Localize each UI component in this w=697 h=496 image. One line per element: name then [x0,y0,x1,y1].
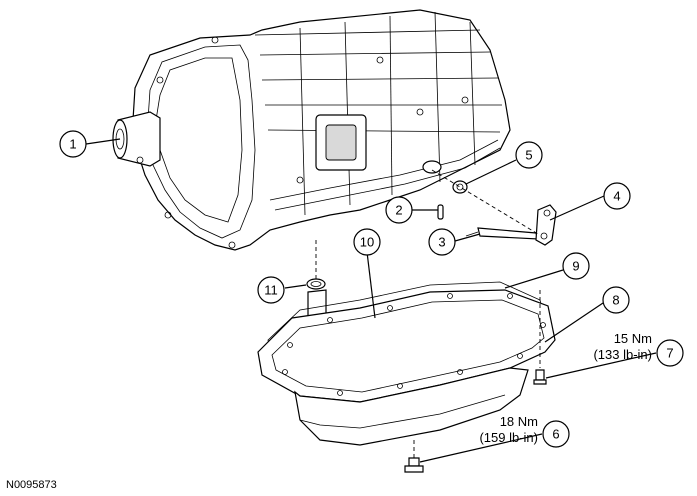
transmission-case [112,9,511,251]
figure-id: N0095873 [6,479,57,491]
filter-seal [306,278,326,290]
torque-nm-6: 18 Nm [500,414,538,429]
callout-3: 3 [428,228,456,256]
callout-label-2: 2 [395,203,402,218]
manual-control-shaft [465,227,539,240]
callout-circle [428,228,456,256]
callout-circle [353,228,381,256]
callout-label-1: 1 [69,137,76,152]
callout-label-5: 5 [525,148,532,163]
callout-label-7: 7 [666,346,673,361]
callout-circle [385,196,413,224]
callout-9: 9 [562,252,590,280]
callout-circle [602,286,630,314]
callout-2: 2 [385,196,413,224]
callout-circle [515,141,543,169]
callout-8: 8 [602,286,630,314]
shaft-assembly-line [431,169,539,235]
torque-lbin-7: (133 lb-in) [593,347,652,362]
retaining-pin [437,204,444,220]
callout-circle [257,276,285,304]
callout-label-11: 11 [264,283,278,298]
callout-1: 1 [59,130,87,158]
callout-label-3: 3 [438,235,445,250]
callout-circle [656,339,684,367]
callout-label-9: 9 [572,259,579,274]
manual-control-lever [535,204,557,246]
callout-11: 11 [257,276,285,304]
drain-plug [404,440,424,473]
torque-spec-drain-plug: 18 Nm (159 lb-in) [479,414,538,445]
callout-label-10: 10 [360,235,374,250]
callout-label-6: 6 [552,427,559,442]
callout-label-4: 4 [613,189,620,204]
callout-circle [59,130,87,158]
callout-5: 5 [515,141,543,169]
callout-6: 6 [542,420,570,448]
torque-lbin-6: (159 lb-in) [479,430,538,445]
callout-circle [542,420,570,448]
torque-nm-7: 15 Nm [614,331,652,346]
leader-lines [85,138,657,463]
callout-label-8: 8 [612,293,619,308]
callout-4: 4 [603,182,631,210]
callout-circle [562,252,590,280]
callout-10: 10 [353,228,381,256]
manual-shaft-seal [452,180,468,194]
torque-spec-pan-bolt: 15 Nm (133 lb-in) [593,331,652,362]
pan-bolt [533,290,547,385]
callout-circle [603,182,631,210]
transmission-fluid-pan [257,289,556,446]
callout-7: 7 [656,339,684,367]
